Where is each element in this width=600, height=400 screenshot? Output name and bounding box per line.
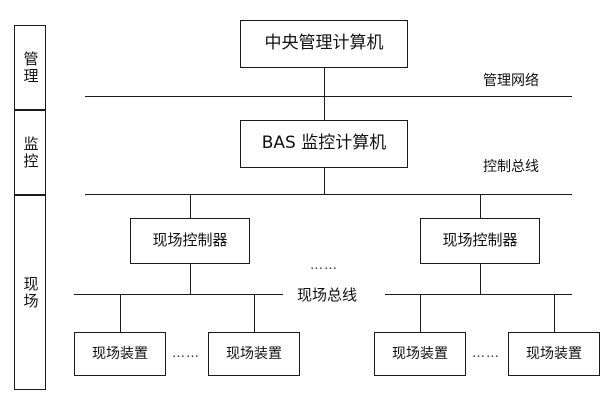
field-bus-line-right bbox=[385, 294, 572, 295]
connector-field-bus-to-device-1 bbox=[120, 294, 121, 332]
node-field-controller-right: 现场控制器 bbox=[420, 218, 540, 264]
field-bus-line-left bbox=[74, 294, 283, 295]
connector-controller-right-to-field-bus bbox=[480, 264, 481, 294]
connector-bas-to-control-bus bbox=[324, 168, 325, 194]
layer-cell-field: 现场 bbox=[14, 195, 46, 390]
label-control-bus: 控制总线 bbox=[483, 156, 539, 176]
ellipsis-devices-left: …… bbox=[172, 346, 200, 361]
node-central-management-computer: 中央管理计算机 bbox=[240, 20, 408, 68]
node-field-device-1: 现场装置 bbox=[74, 332, 166, 376]
connector-central-to-management-bus bbox=[324, 68, 325, 96]
label-field-bus: 现场总线 bbox=[293, 284, 362, 305]
node-field-device-4: 现场装置 bbox=[508, 332, 600, 376]
connector-management-bus-to-bas bbox=[324, 96, 325, 120]
connector-controller-left-to-field-bus bbox=[190, 264, 191, 294]
node-field-controller-left: 现场控制器 bbox=[130, 218, 250, 264]
ellipsis-devices-right: …… bbox=[472, 346, 500, 361]
connector-field-bus-to-device-2 bbox=[254, 294, 255, 332]
layer-cell-management: 管理 bbox=[14, 25, 46, 110]
layer-column: 管理 监控 现场 bbox=[14, 25, 46, 390]
node-field-device-2: 现场装置 bbox=[208, 332, 300, 376]
label-management-network: 管理网络 bbox=[483, 70, 539, 90]
connector-field-bus-to-device-3 bbox=[420, 294, 421, 332]
ellipsis-controllers: …… bbox=[310, 258, 338, 273]
management-network-bus-line bbox=[85, 96, 572, 97]
connector-control-bus-to-controller-left bbox=[190, 194, 191, 218]
layer-label-field: 现场 bbox=[21, 275, 40, 310]
node-field-device-3: 现场装置 bbox=[374, 332, 466, 376]
layer-label-supervisory: 监控 bbox=[21, 135, 40, 170]
node-bas-supervisory-computer: BAS 监控计算机 bbox=[240, 120, 408, 168]
connector-field-bus-to-device-4 bbox=[554, 294, 555, 332]
connector-control-bus-to-controller-right bbox=[480, 194, 481, 218]
layer-cell-supervisory: 监控 bbox=[14, 110, 46, 195]
control-bus-line bbox=[85, 194, 572, 195]
layer-label-management: 管理 bbox=[21, 50, 40, 85]
